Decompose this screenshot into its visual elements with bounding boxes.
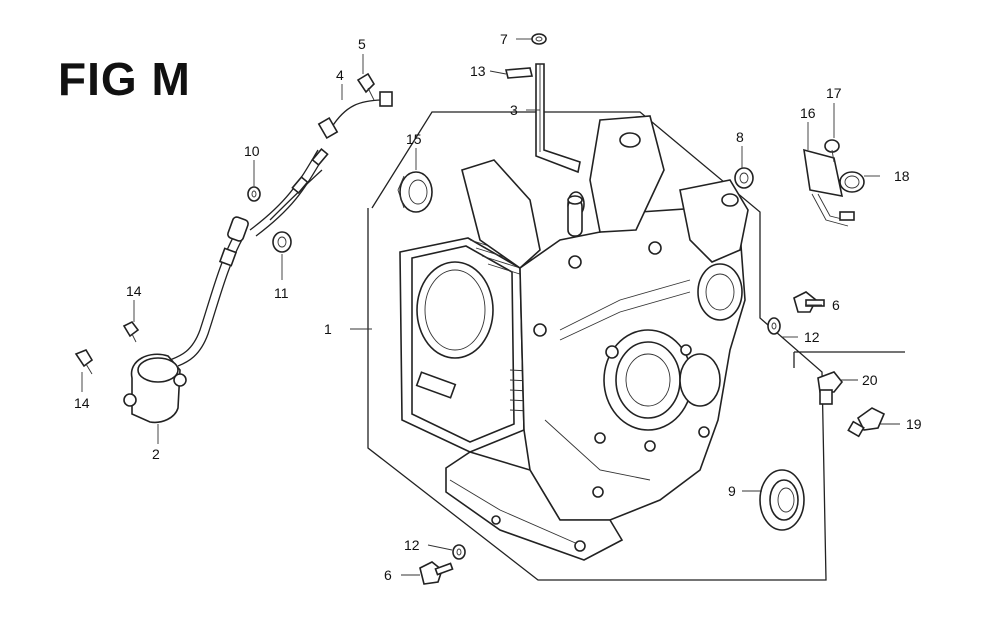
part-7-washer	[531, 33, 547, 45]
part-5-screw	[356, 72, 376, 101]
part-15-seal	[397, 171, 433, 213]
part-13-clip	[504, 67, 534, 79]
callout-14-lower: 14	[74, 395, 90, 411]
callout-17: 17	[826, 85, 842, 101]
callout-16: 16	[800, 105, 816, 121]
callout-20: 20	[862, 372, 878, 388]
callout-11: 11	[274, 285, 289, 301]
part-16-bracket	[803, 148, 855, 227]
part-9-oil-seal	[759, 469, 805, 531]
callout-18: 18	[894, 168, 910, 184]
callout-5: 5	[358, 36, 366, 52]
callout-6-upper: 6	[832, 297, 840, 313]
callout-1: 1	[324, 321, 332, 337]
part-12-washer-upper	[767, 317, 781, 335]
part-14-screw-lower	[74, 349, 94, 375]
part-11-grommet	[272, 231, 292, 253]
figure-title: FIG M	[58, 53, 191, 105]
callout-6-lower: 6	[384, 567, 392, 583]
part-10-grommet	[247, 186, 261, 202]
part-12-washer-lower	[452, 544, 466, 560]
crankcase-body	[399, 115, 749, 561]
part-19-sender	[847, 407, 886, 438]
callout-12-lower: 12	[404, 537, 420, 553]
part-20-plug	[817, 371, 844, 405]
part-6-bolt-upper	[793, 291, 825, 313]
callout-2: 2	[152, 446, 160, 462]
callout-14-upper: 14	[126, 283, 142, 299]
callout-3: 3	[510, 102, 518, 118]
part-18-clamp	[839, 171, 865, 193]
part-3-tube	[535, 63, 581, 174]
part-4-wire-harness	[249, 91, 393, 237]
part-8-seal	[734, 167, 754, 189]
part-2-ignition-coil	[123, 216, 249, 424]
part-6-bolt-lower	[419, 561, 454, 585]
callout-8: 8	[736, 129, 744, 145]
callout-15: 15	[406, 131, 422, 147]
callout-13: 13	[470, 63, 486, 79]
callout-4: 4	[336, 67, 344, 83]
callout-9: 9	[728, 483, 736, 499]
callout-10: 10	[244, 143, 260, 159]
callout-7: 7	[500, 31, 508, 47]
part-17-bolt	[824, 139, 840, 163]
callout-19: 19	[906, 416, 922, 432]
part-14-screw-upper	[122, 320, 140, 343]
callout-12-upper: 12	[804, 329, 820, 345]
callout-labels: 1 2 3 4 5 6 6 7 8 9 10 11 12 12 13 14 14…	[74, 31, 922, 583]
leader-lines	[81, 38, 900, 576]
